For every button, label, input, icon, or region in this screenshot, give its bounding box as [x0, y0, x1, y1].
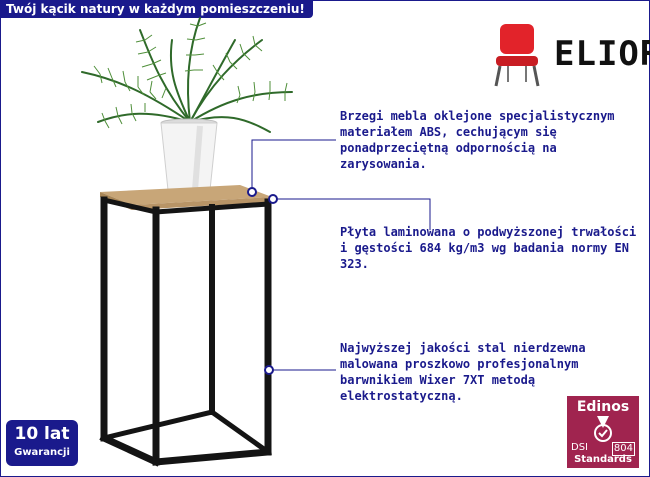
- elior-logo: ELIOR: [486, 20, 650, 90]
- medal-icon: [594, 416, 612, 442]
- callout-steel: Najwyższej jakości stal nierdzewna malow…: [340, 340, 640, 404]
- warranty-badge: 10 lat Gwarancji: [6, 420, 78, 466]
- fern-leaves: [93, 22, 288, 129]
- edinos-brand: Edinos: [576, 399, 630, 415]
- fern-plant-icon: [81, 17, 293, 133]
- flower-pot: [160, 118, 218, 194]
- edinos-dsi: DSI: [571, 442, 588, 453]
- edinos-standards-badge: Edinos DSI 804 Standards: [567, 396, 639, 468]
- banner-text: Twój kącik natury w każdym pomieszczeniu…: [6, 2, 305, 16]
- callout-edges: Brzegi mebla oklejone specjalistycznym m…: [340, 108, 640, 172]
- callout-lines: [251, 139, 431, 371]
- steel-frame: [99, 196, 272, 467]
- warranty-label: Gwarancji: [14, 447, 70, 458]
- edinos-standards: Standards: [574, 454, 632, 465]
- callout-board: Płyta laminowana o podwyższonej trwałośc…: [340, 224, 640, 272]
- warranty-years: 10 lat: [14, 424, 70, 444]
- logo-text: ELIOR: [554, 34, 650, 74]
- promo-banner: Twój kącik natury w każdym pomieszczeniu…: [0, 0, 313, 18]
- red-chair-icon: [494, 24, 540, 87]
- callout-edges-text: Brzegi mebla oklejone specjalistycznym m…: [340, 109, 615, 171]
- edinos-number: 804: [611, 442, 635, 456]
- callout-steel-text: Najwyższej jakości stal nierdzewna malow…: [340, 341, 586, 403]
- callout-board-text: Płyta laminowana o podwyższonej trwałośc…: [340, 225, 637, 271]
- callout-markers: [247, 187, 278, 375]
